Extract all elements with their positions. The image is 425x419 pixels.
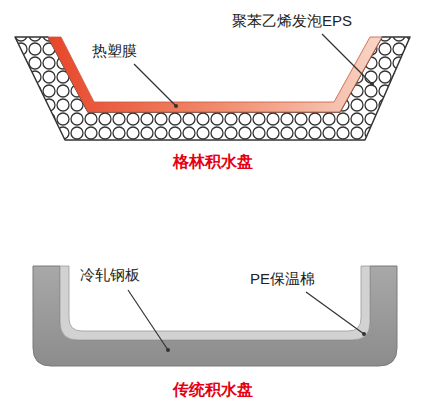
part-label: PE保温棉 (250, 270, 315, 288)
leader-line (322, 34, 372, 84)
figure-caption: 传统积水盘 (0, 380, 425, 399)
thermoplastic-film (48, 37, 382, 112)
leader-dot (166, 348, 170, 352)
eps-body (15, 37, 410, 140)
steel-plate (33, 266, 397, 366)
leader-line (306, 292, 364, 334)
leader-line (134, 64, 176, 106)
part-label: 聚苯乙烯发泡EPS (232, 12, 352, 30)
part-label: 冷轧钢板 (80, 266, 140, 284)
leader-line (128, 290, 168, 350)
part-label: 热塑膜 (92, 42, 137, 60)
leader-dot (174, 104, 178, 108)
leader-dot (370, 82, 374, 86)
pe-insulation (60, 266, 370, 340)
figure-caption: 格林积水盘 (0, 152, 425, 171)
leader-dot (362, 332, 366, 336)
